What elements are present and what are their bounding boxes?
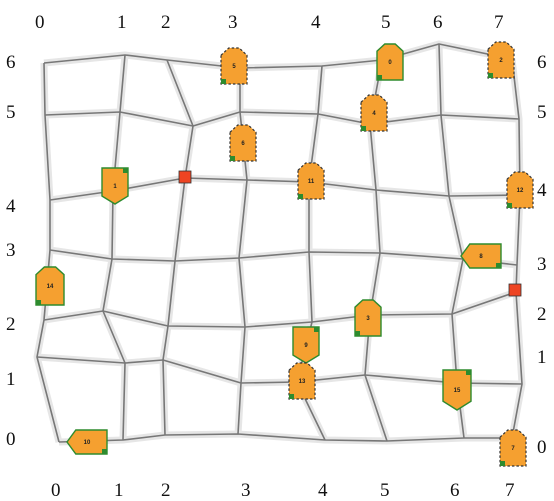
token-label: 13	[299, 379, 306, 385]
token-2[interactable]: 2	[487, 41, 515, 79]
token-corner-icon	[289, 394, 294, 399]
token-0[interactable]: 0	[376, 43, 404, 81]
grid-row-line-0	[43, 43, 513, 69]
col-label-top-6: 6	[433, 12, 443, 33]
grid-row-line-1	[44, 111, 520, 127]
grid-row-line-3	[49, 249, 518, 266]
token-corner-icon	[355, 331, 360, 336]
token-11[interactable]: 11	[297, 162, 325, 200]
row-label-right-3: 3	[537, 254, 547, 275]
token-corner-icon	[377, 75, 382, 80]
col-label-top-4: 4	[311, 12, 321, 33]
col-label-top-2: 2	[161, 12, 171, 33]
token-corner-icon	[230, 156, 235, 161]
col-label-bottom-0: 0	[51, 480, 61, 501]
token-label: 15	[454, 388, 461, 394]
token-corner-icon	[298, 194, 303, 199]
token-label: 12	[517, 188, 524, 194]
token-corner-icon	[314, 327, 319, 332]
token-label: 14	[47, 284, 54, 290]
token-corner-icon	[500, 461, 505, 466]
token-3[interactable]: 3	[354, 299, 382, 337]
token-15[interactable]: 15	[442, 369, 472, 411]
row-label-left-3: 3	[6, 240, 16, 261]
token-corner-icon	[221, 79, 226, 84]
token-corner-icon	[36, 300, 41, 305]
row-label-right-2: 2	[537, 304, 547, 325]
token-10[interactable]: 10	[66, 429, 108, 455]
row-label-left-1: 1	[6, 369, 16, 390]
grid-col-line-10	[237, 68, 248, 435]
token-body	[460, 243, 502, 269]
token-13[interactable]: 13	[288, 362, 316, 400]
grid-col-line-7	[36, 62, 60, 443]
col-label-bottom-2: 2	[161, 480, 171, 501]
col-label-bottom-3: 3	[241, 480, 251, 501]
token-label: 0	[388, 60, 392, 66]
token-4[interactable]: 4	[360, 94, 388, 132]
token-label: 5	[232, 64, 236, 70]
token-corner-icon	[466, 370, 471, 375]
token-7[interactable]: 7	[499, 429, 527, 467]
col-label-top-7: 7	[494, 12, 504, 33]
grid-row-halo-4	[43, 288, 518, 331]
row-label-left-6: 6	[6, 52, 16, 73]
row-label-left-0: 0	[6, 429, 16, 450]
col-label-bottom-1: 1	[114, 480, 124, 501]
col-label-bottom-6: 6	[450, 480, 460, 501]
token-label: 4	[372, 111, 376, 117]
token-5[interactable]: 5	[220, 47, 248, 85]
token-1[interactable]: 1	[101, 167, 129, 205]
row-label-right-6: 6	[537, 52, 547, 73]
token-body	[66, 429, 108, 455]
col-label-bottom-7: 7	[505, 480, 515, 501]
grid-row-line-4	[43, 291, 517, 328]
grid-col-line-14	[511, 58, 523, 439]
red-marker-icon[interactable]	[178, 170, 192, 184]
col-label-top-1: 1	[117, 12, 127, 33]
token-label: 3	[366, 316, 370, 322]
token-label: 11	[308, 179, 315, 185]
row-label-right-1: 1	[537, 347, 547, 368]
token-corner-icon	[488, 73, 493, 78]
grid-col-line-9	[162, 59, 194, 436]
grid-row-line-6	[58, 433, 512, 443]
row-label-left-5: 5	[6, 102, 16, 123]
token-9[interactable]: 9	[292, 326, 320, 364]
token-corner-icon	[496, 263, 501, 268]
token-14[interactable]: 14	[35, 266, 65, 306]
row-label-right-4: 4	[537, 180, 547, 201]
red-marker-icon[interactable]	[508, 283, 522, 297]
token-label: 1	[113, 184, 117, 190]
token-8[interactable]: 8	[460, 243, 502, 269]
token-6[interactable]: 6	[229, 124, 257, 162]
row-label-left-4: 4	[6, 196, 16, 217]
grid-row-line-5	[36, 356, 523, 385]
token-corner-icon	[102, 449, 107, 454]
col-label-top-0: 0	[35, 12, 45, 33]
token-label: 6	[241, 141, 245, 147]
grid-col-line-8	[102, 54, 126, 441]
row-label-right-5: 5	[537, 102, 547, 123]
token-corner-icon	[507, 203, 512, 208]
row-label-left-2: 2	[6, 314, 16, 335]
row-label-right-0: 0	[537, 437, 547, 458]
col-label-bottom-4: 4	[318, 480, 328, 501]
token-label: 10	[84, 440, 91, 446]
token-label: 8	[479, 254, 483, 260]
col-label-bottom-5: 5	[380, 480, 390, 501]
token-corner-icon	[123, 168, 128, 173]
token-corner-icon	[361, 126, 366, 131]
token-label: 2	[499, 58, 503, 64]
col-label-top-3: 3	[228, 12, 238, 33]
token-label: 7	[511, 446, 515, 452]
token-label: 9	[304, 343, 308, 349]
token-12[interactable]: 12	[506, 171, 534, 209]
col-label-top-5: 5	[381, 12, 391, 33]
